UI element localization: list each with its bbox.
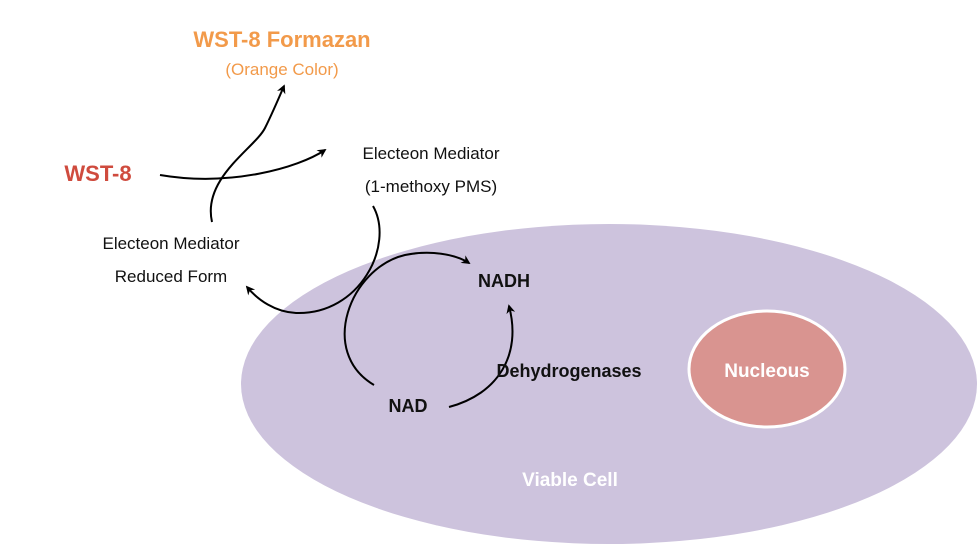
- formazan-color-note: (Orange Color): [225, 60, 338, 79]
- mediator-label-line1: Electeon Mediator: [362, 144, 499, 163]
- arrow-wst8-to-mediator: [159, 149, 327, 180]
- viable-cell-label: Viable Cell: [522, 470, 618, 491]
- viable-cell-ellipse: [241, 224, 977, 544]
- nucleus-label: Nucleous: [724, 361, 810, 382]
- dehydrogenases-label: Dehydrogenases: [496, 361, 641, 381]
- nadh-label: NADH: [478, 271, 530, 291]
- wst8-label: WST-8: [64, 161, 131, 186]
- arrow-nad-to-nadh: [343, 251, 471, 386]
- wst8-formazan-title: WST-8 Formazan: [193, 27, 370, 52]
- arrow-reduced-to-formazan: [209, 84, 286, 223]
- nucleus-ellipse: [689, 311, 845, 427]
- reduced-mediator-label-line2: Reduced Form: [115, 267, 227, 286]
- mediator-label-line2: (1-methoxy PMS): [365, 177, 497, 196]
- reduced-mediator-label-line1: Electeon Mediator: [102, 234, 239, 253]
- nucleus-outline: [687, 309, 847, 429]
- arrow-mediator-to-reduced: [245, 205, 381, 315]
- nad-label: NAD: [389, 396, 428, 416]
- arrow-dehydrogenase-to-nadh: [448, 304, 516, 408]
